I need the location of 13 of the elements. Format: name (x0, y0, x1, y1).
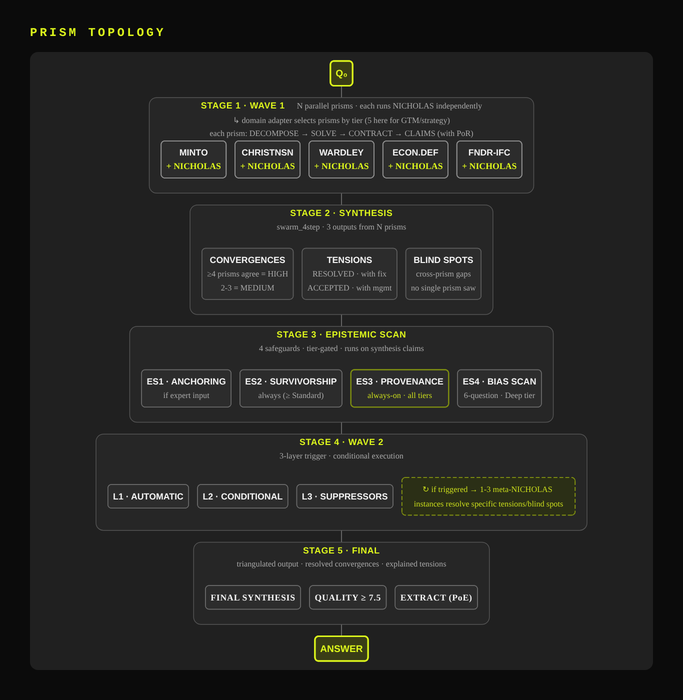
connector (341, 624, 342, 637)
diagram-title: PRISM TOPOLOGY (30, 26, 166, 40)
connector (341, 530, 342, 543)
connector (341, 422, 342, 435)
connector (341, 314, 342, 327)
diagram-panel: STAGE 5 · FINAL triangulated output · resolved convergences · explained tensions FINAL SYNTHESIS QUALITY ≥ 7.5 EXTRACT (PoE) STAGE 4 · WAVE 2 3-layer trigger · conditional execution L1 · AUTOMATIC L2 · CONDITIONAL L3 · SUPPRESSORS ↻ if triggered → 1-3 meta-NICHOLAS instances resolve specific tensions/blind spots STAGE 3 · EPISTEMIC SCAN 4 safeguards · tier-gated · runs on synthesis claims ES1 · ANCHORING if expert input ES2 · SURVIVORSHIP always (≥ Standard) ES3 · PROVENANCE always-on · all tiers ES4 · BIAS SCAN 6-question · Deep tier STAGE 2 · SYNTHESIS swarm_4step · 3 outputs from N prisms CONVERGENCES ≥4 prisms agree = HIGH 2-3 = MEDIUM TENSIONS RESOLVED · with fix ACCEPTED · with mgmt BLIND SPOTS cross-prism gaps no single prism saw STAGE 1 · WAVE 1 N parallel prisms · each runs NICHOLAS independently ↳ domain adapter selects prisms by tier (5 here for GTM/strategy) each prism: DECOMPOSE → SOLVE → CONTRACT → CLAIMS (with PoR) MINTO + NICHOLAS CHRISTNSN + NICHOLAS WARDLEY + NICHOLAS ECON.DEF + NICHOLAS FNDR-IFC + NICHOLAS Q₀ ANSWER (30, 52, 653, 670)
cluster (190, 204, 494, 315)
cluster (129, 326, 554, 423)
cluster (96, 434, 588, 531)
cluster (148, 97, 534, 194)
cluster (193, 542, 490, 625)
connector (341, 85, 342, 98)
connector (341, 192, 342, 206)
